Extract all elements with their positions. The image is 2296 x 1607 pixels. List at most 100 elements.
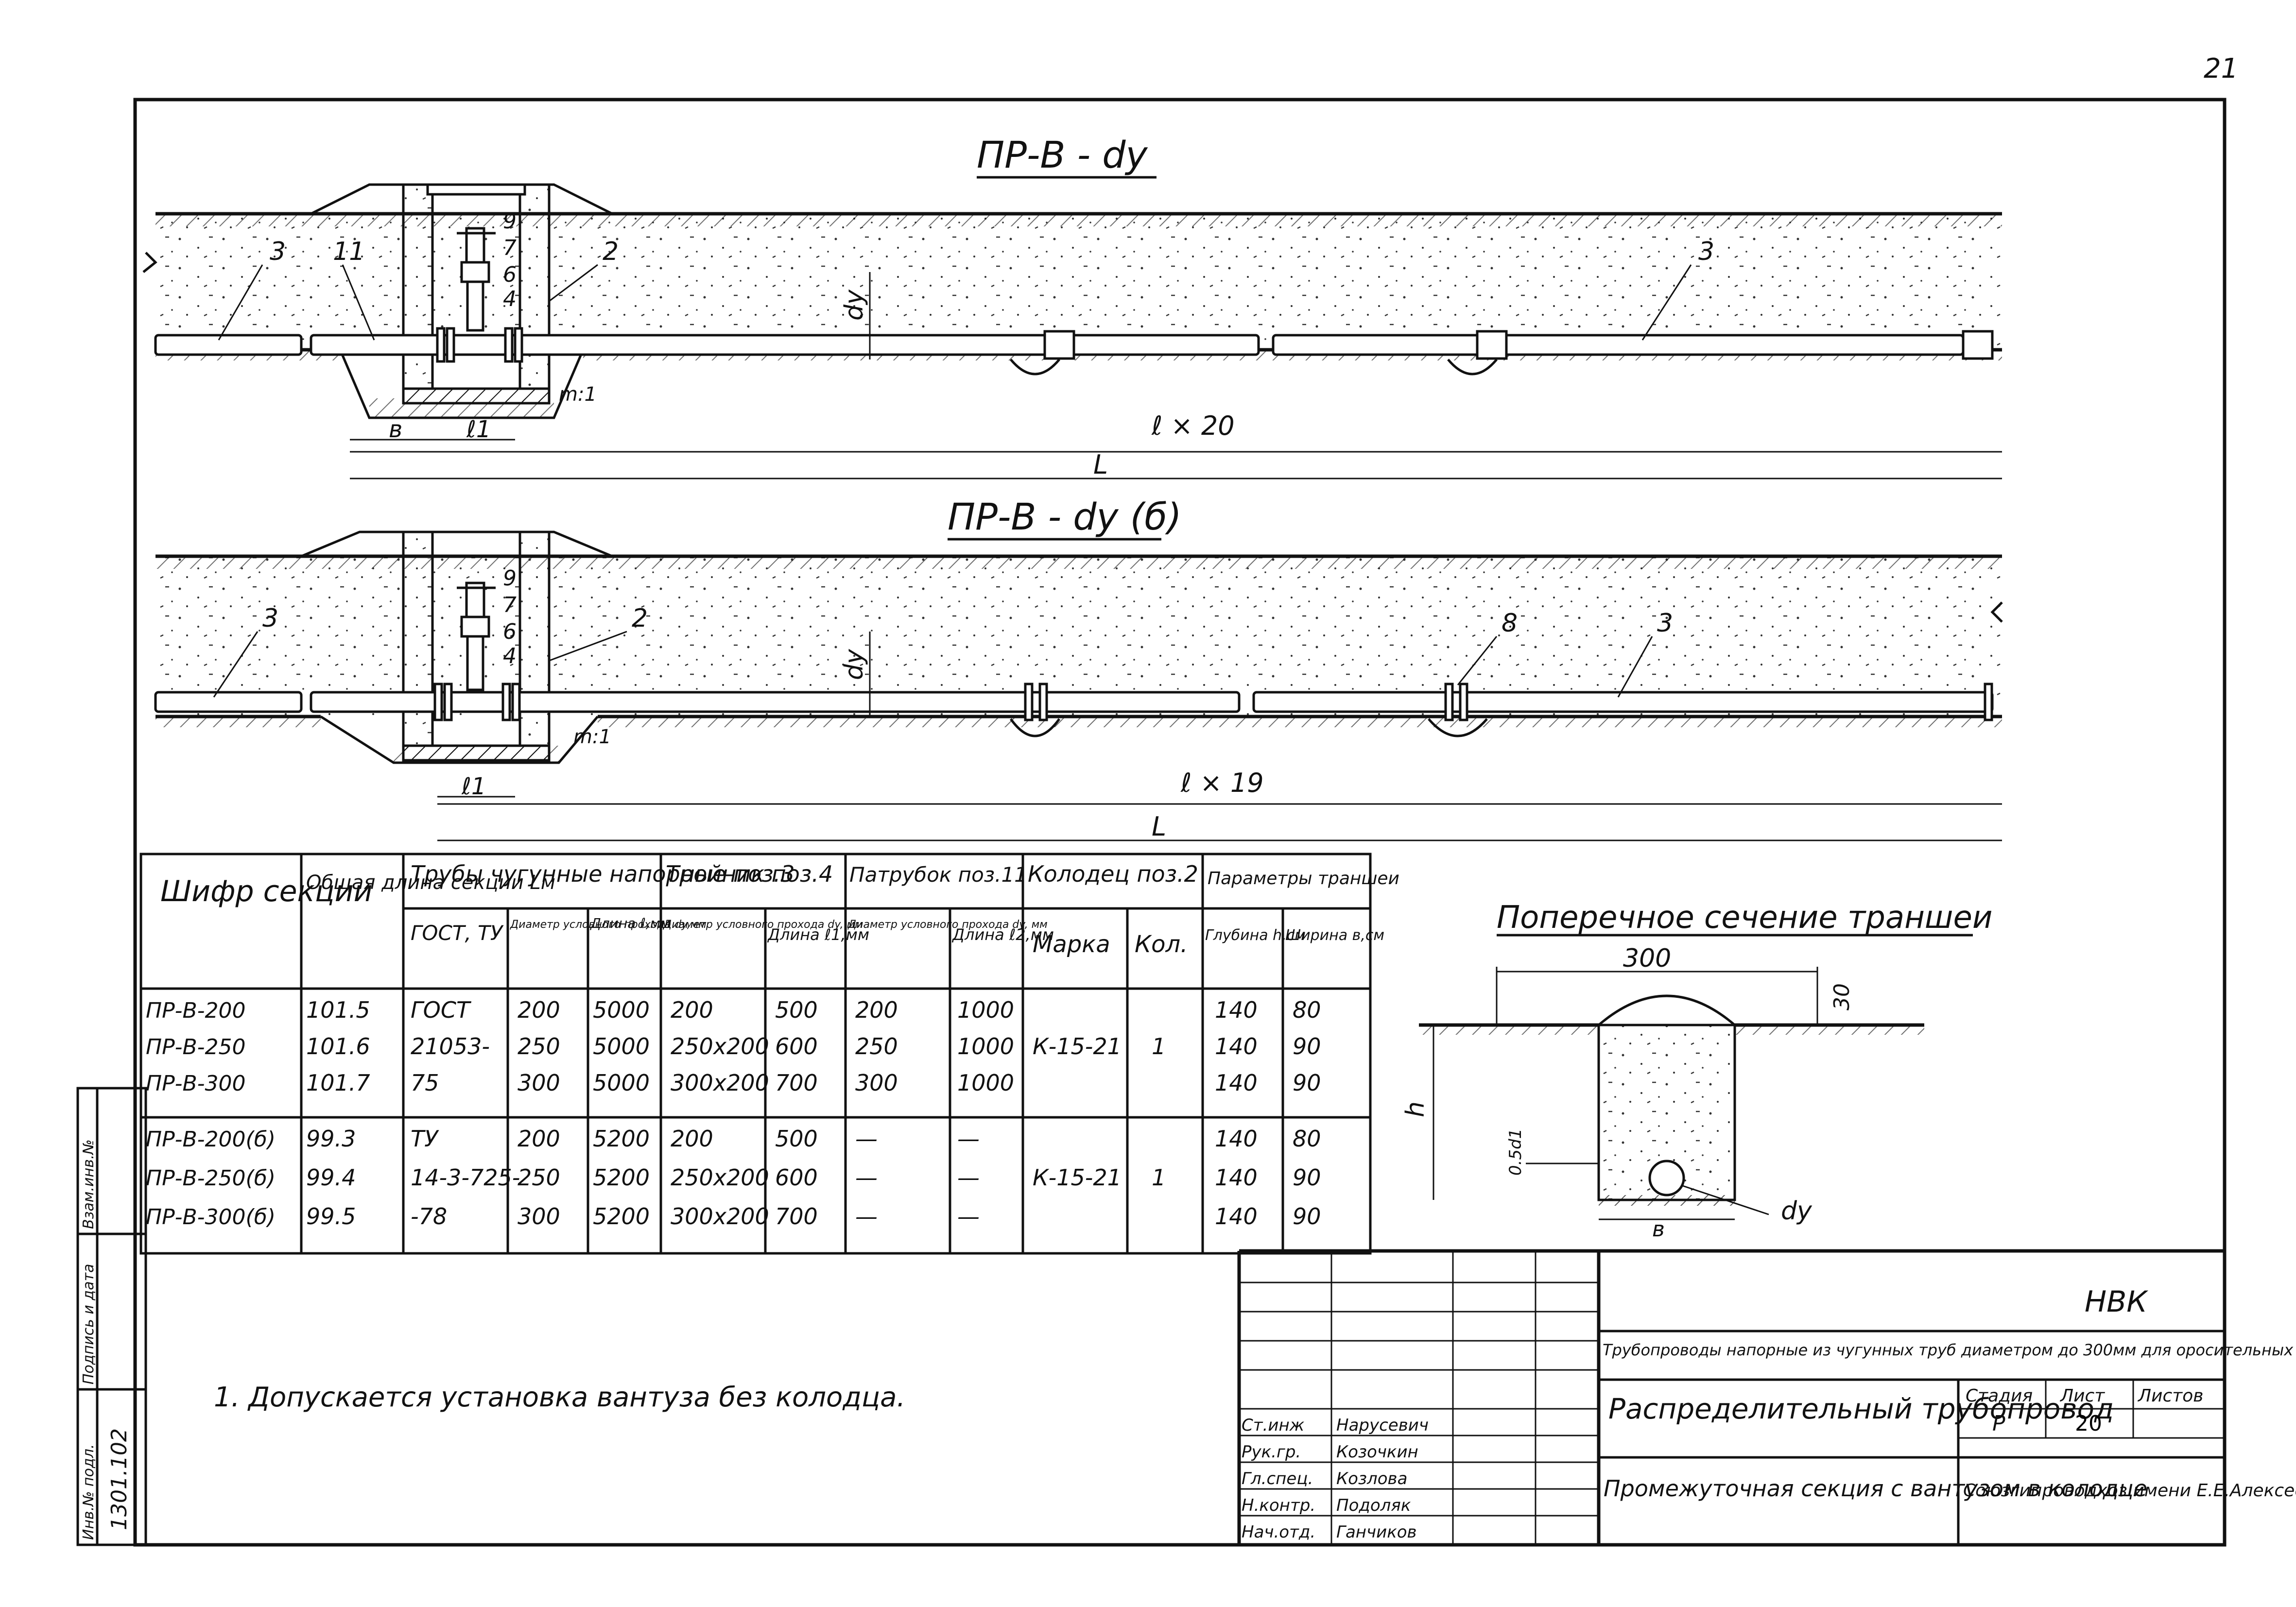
table-cell-r3-c2: ТУ	[411, 1126, 439, 1152]
th-well: Колодец поз.2	[1028, 861, 1198, 887]
callout-bottom-4: 4	[503, 644, 517, 668]
dim-L-top: L	[1093, 449, 1108, 480]
cs-dim-b: в	[1652, 1217, 1665, 1242]
th-trench: Параметры траншеи	[1208, 869, 1399, 889]
table-cell-r3-c0: ПР-В-200(б)	[146, 1127, 276, 1152]
table-cell-r1-c9: К-15-21	[1033, 1033, 1122, 1060]
table-cell-r5-c12: 90	[1293, 1203, 1321, 1230]
cs-dim-h: h	[1401, 1101, 1430, 1117]
th-tee: Тройник поз.4	[666, 861, 833, 887]
cs-dim-dy: dy	[1781, 1197, 1813, 1226]
th-well-mark: Марка	[1033, 931, 1110, 958]
callout-top-9: 9	[503, 209, 517, 234]
drawing-name: Промежуточная секция с вантузом в колодц…	[1604, 1475, 2147, 1502]
cs-dim-half: 0.5d1	[1506, 1128, 1525, 1176]
table-cell-r1-c1: 101.6	[306, 1033, 370, 1060]
table-cell-r5-c11: 140	[1215, 1203, 1258, 1230]
dim-l-top: ℓ × 20	[1151, 410, 1235, 441]
cross-section-title: Поперечное сечение траншеи	[1497, 900, 1992, 936]
stage-header: Стадия	[1966, 1386, 2033, 1406]
callout-bottom-8: 8	[1502, 609, 1518, 638]
dim-L-bottom: L	[1152, 811, 1166, 842]
section-table: Шифр секции Общая длина секции Lм Трубы …	[139, 853, 1399, 1255]
callout-bottom-7: 7	[503, 593, 517, 617]
th-trench-width: Ширина в,см	[1285, 927, 1384, 944]
table-cell-r3-c11: 140	[1215, 1126, 1258, 1152]
table-cell-r1-c5: 250x200	[671, 1033, 769, 1060]
table-cell-r2-c1: 101.7	[306, 1070, 370, 1096]
table-cell-r0-c11: 140	[1215, 997, 1258, 1023]
profile-bottom-title: ПР-В - dy (б)	[948, 495, 1182, 538]
th-total-length: Общая длина секции Lм	[306, 872, 555, 894]
table-cell-r0-c12: 80	[1293, 997, 1321, 1023]
table-cell-r4-c9: К-15-21	[1033, 1164, 1122, 1191]
dim-l1-top: ℓ1	[466, 416, 491, 443]
table-cell-r4-c5: 250x200	[671, 1164, 769, 1191]
callout-top-4: 4	[503, 287, 517, 311]
staff-role: Нач.отд.	[1242, 1522, 1315, 1542]
table-cell-r5-c0: ПР-В-300(б)	[146, 1205, 276, 1230]
table-cell-r2-c2: 75	[411, 1070, 439, 1096]
table-cell-r2-c5: 300x200	[671, 1070, 769, 1096]
table-cell-r2-c12: 90	[1293, 1070, 1321, 1096]
th-nozzle-dia: Диаметр условного прохода dy, мм	[847, 919, 1048, 931]
table-cell-r2-c11: 140	[1215, 1070, 1258, 1096]
table-cell-r5-c8: —	[957, 1203, 980, 1230]
staff-name: Козочкин	[1336, 1442, 1418, 1462]
staff-role: Гл.спец.	[1242, 1469, 1313, 1488]
table-cell-r3-c8: —	[957, 1126, 980, 1152]
staff-role: Рук.гр.	[1242, 1442, 1301, 1462]
th-pipes: Трубы чугунные напорные поз.3	[411, 861, 795, 887]
organization: Союзгипроводхоз имени Е.Е.Алексеевского …	[1963, 1481, 2296, 1501]
table-cell-r5-c7: —	[855, 1203, 878, 1230]
table-cell-r4-c12: 90	[1293, 1164, 1321, 1191]
staff-name: Козлова	[1336, 1469, 1407, 1488]
table-cell-r3-c5: 200	[671, 1126, 713, 1152]
table-cell-r3-c4: 5200	[593, 1126, 650, 1152]
side-label-inv: Инв.№ подл.	[80, 1444, 97, 1540]
cross-section: Поперечное сечение траншеи 300 30 h 0.5d…	[1401, 900, 1992, 1242]
side-label-zam: Взам.инв.№	[80, 1139, 97, 1229]
callout-top-3a: 3	[270, 237, 286, 266]
table-cell-r0-c4: 5000	[593, 997, 650, 1023]
th-trench-depth: Глубина h,см	[1205, 927, 1306, 944]
callout-bottom-3a: 3	[262, 604, 278, 633]
th-pipes-len: Длина ℓ,мм	[589, 915, 671, 931]
th-pipes-gost: ГОСТ, ТУ	[411, 921, 504, 945]
table-cell-r3-c3: 200	[518, 1126, 560, 1152]
table-cell-r4-c6: 600	[775, 1164, 818, 1191]
sheet-number: 21	[2204, 53, 2238, 85]
th-shifr: Шифр секции	[160, 874, 373, 908]
th-nozzle: Патрубок поз.11	[849, 863, 1027, 887]
staff-name: Нарусевич	[1336, 1416, 1429, 1435]
sheets-header: Листов	[2137, 1386, 2203, 1406]
dim-b-top: в	[389, 416, 402, 443]
table-cell-r4-c7: —	[855, 1164, 878, 1191]
table-cell-r0-c8: 1000	[957, 997, 1014, 1023]
table-cell-r4-c3: 250	[518, 1164, 560, 1191]
title-block: НВК Трубопроводы напорные из чугунных тр…	[1237, 1249, 2296, 1545]
dim-l-bottom: ℓ × 19	[1180, 768, 1264, 798]
project-title: Трубопроводы напорные из чугунных труб д…	[1603, 1341, 2296, 1359]
table-cell-r0-c2: ГОСТ	[411, 997, 472, 1023]
callout-top-11: 11	[333, 237, 365, 266]
sheet-value: 20	[2075, 1411, 2102, 1436]
table-cell-r2-c0: ПР-В-300	[146, 1071, 246, 1096]
table-cell-r0-c5: 200	[671, 997, 713, 1023]
profile-bottom: ПР-В - dy (б) dy 3	[154, 495, 2003, 842]
side-value-inv: 1301.102	[107, 1428, 132, 1530]
callout-top-2: 2	[603, 237, 619, 266]
table-cell-r0-c6: 500	[775, 997, 818, 1023]
table-cell-r4-c2: 14-3-725-	[411, 1164, 520, 1191]
slope-bottom: m:1	[573, 726, 611, 748]
table-cell-r1-c0: ПР-В-250	[146, 1035, 246, 1060]
table-cell-r3-c6: 500	[775, 1126, 818, 1152]
callout-bottom-2: 2	[632, 604, 648, 633]
callout-top-6: 6	[503, 262, 517, 287]
table-cell-r1-c12: 90	[1293, 1033, 1321, 1060]
table-cell-r5-c3: 300	[518, 1203, 560, 1230]
profile-top: ПР-В - dy	[142, 133, 2002, 480]
th-tee-dia: Диаметр условного прохода dy, мм	[663, 919, 863, 931]
